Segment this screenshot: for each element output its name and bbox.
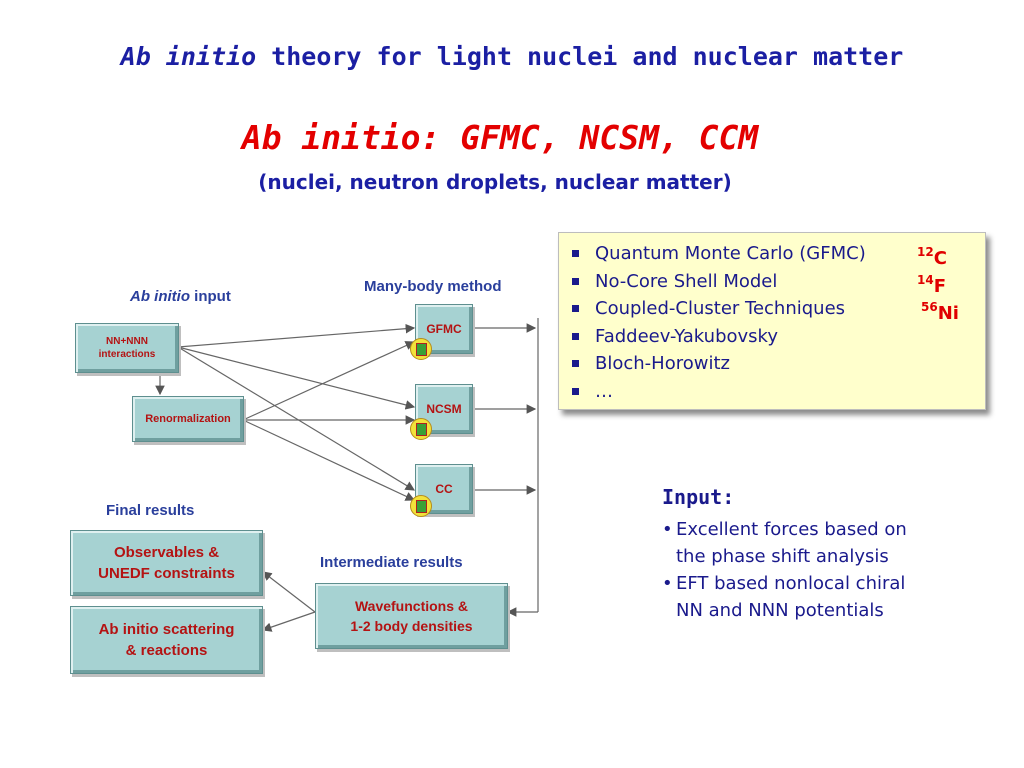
bullet-icon — [572, 305, 579, 312]
ab-initio-input-label: Ab initio input — [130, 288, 231, 305]
cc-badge-icon — [410, 495, 432, 517]
method-item: Quantum Monte Carlo (GFMC)12C — [559, 240, 985, 269]
isotope-label: 14F — [917, 272, 946, 297]
page-title: Ab initio theory for light nuclei and nu… — [0, 42, 1024, 71]
bullet-icon — [572, 332, 579, 340]
input-item-1-cont: the phase shift analysis — [676, 546, 889, 567]
subtitle-systems: (nuclei, neutron droplets, nuclear matte… — [258, 170, 732, 194]
intermediate-results-label: Intermediate results — [320, 554, 463, 571]
final-results-label: Final results — [106, 502, 195, 519]
scattering-box: Ab initio scattering& reactions — [70, 606, 263, 674]
renormalization-box: Renormalization — [132, 396, 244, 442]
bullet-icon — [572, 277, 579, 285]
bullet-icon — [572, 250, 579, 257]
method-item: Faddeev-Yakubovsky — [559, 323, 985, 351]
input-heading: Input: — [662, 485, 735, 509]
gfmc-badge-icon — [410, 338, 432, 360]
isotope-label: 56Ni — [921, 300, 959, 324]
input-item-2-cont: NN and NNN potentials — [676, 600, 884, 621]
observables-box: Observables &UNEDF constraints — [70, 530, 263, 596]
input-item-1: •Excellent forces based on — [662, 519, 907, 540]
title-italic: Ab initio — [120, 42, 257, 71]
method-item: … — [559, 378, 985, 406]
bullet-icon — [572, 387, 579, 395]
ncsm-badge-icon — [410, 418, 432, 440]
subtitle-methods: Ab initio: GFMC, NCSM, CCM — [241, 118, 759, 157]
input-item-2: •EFT based nonlocal chiral — [662, 573, 906, 594]
method-item: Bloch-Horowitz — [559, 350, 985, 378]
methods-panel: Quantum Monte Carlo (GFMC)12C No-Core Sh… — [558, 232, 986, 410]
wavefunctions-box: Wavefunctions &1-2 body densities — [315, 583, 508, 649]
isotope-label: 12C — [917, 245, 947, 269]
many-body-method-label: Many-body method — [364, 278, 502, 295]
title-rest: theory for light nuclei and nuclear matt… — [256, 42, 904, 71]
bullet-icon — [572, 360, 579, 367]
